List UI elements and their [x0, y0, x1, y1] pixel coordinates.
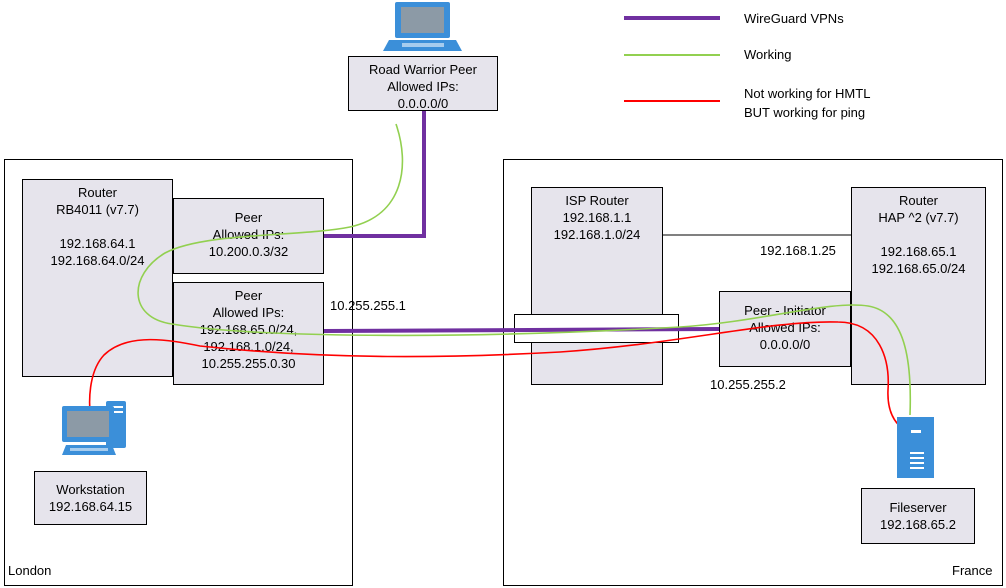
- london-peer2-box: Peer Allowed IPs: 192.168.65.0/24, 192.1…: [173, 282, 324, 385]
- road-warrior-allowed-ips: 0.0.0.0/0: [397, 96, 449, 111]
- legend-wireguard-label: WireGuard VPNs: [744, 11, 844, 26]
- isp-router-ip: 192.168.1.1: [562, 210, 632, 225]
- london-peer1-allowed-ips: 10.200.0.3/32: [208, 244, 289, 259]
- france-label: France: [952, 563, 993, 578]
- legend-working-label: Working: [744, 47, 792, 62]
- france-wan-ip-label: 192.168.1.25: [760, 243, 836, 258]
- france-peer-title: Peer - Initiator: [744, 303, 826, 318]
- france-peer-allowed-ips: 0.0.0.0/0: [759, 337, 811, 352]
- road-warrior-peer-box: Road Warrior Peer Allowed IPs: 0.0.0.0/0: [348, 56, 498, 111]
- london-router-ip: 192.168.64.1: [59, 236, 136, 251]
- london-wg-ip-label: 10.255.255.1: [330, 298, 406, 313]
- not-working-path: [88, 321, 909, 433]
- france-peer-allowed-label: Allowed IPs:: [749, 320, 821, 335]
- legend-not-working-label-2: BUT working for ping: [744, 105, 866, 120]
- london-router-model: RB4011 (v7.7): [56, 202, 139, 217]
- workstation-box: Workstation 192.168.64.15: [34, 471, 147, 525]
- london-peer2-title: Peer: [234, 288, 263, 303]
- london-peer1-box: Peer Allowed IPs: 10.200.0.3/32: [173, 198, 324, 274]
- workstation-title: Workstation: [56, 482, 125, 497]
- france-router-ip: 192.168.65.1: [880, 244, 957, 259]
- road-warrior-allowed-label: Allowed IPs:: [387, 79, 459, 94]
- france-router-subnet: 192.168.65.0/24: [871, 261, 966, 276]
- desktop-computer-icon: [62, 401, 126, 455]
- laptop-icon: [383, 2, 462, 51]
- wireguard-site-tunnel: [323, 327, 720, 333]
- london-peer1-title: Peer: [234, 210, 263, 225]
- wireguard-road-warrior-tunnel: [324, 111, 426, 238]
- london-router-box: Router RB4011 (v7.7) 192.168.64.1 192.16…: [22, 179, 173, 377]
- london-router-title: Router: [77, 185, 118, 200]
- fileserver-title: Fileserver: [889, 500, 947, 515]
- workstation-ip: 192.168.64.15: [48, 499, 133, 514]
- france-wg-ip-label: 10.255.255.2: [710, 377, 786, 392]
- france-router-title: Router: [898, 193, 939, 208]
- london-router-subnet: 192.168.64.0/24: [50, 253, 145, 268]
- fileserver-box: Fileserver 192.168.65.2: [861, 488, 975, 544]
- london-peer2-ip-2: 192.168.1.0/24,: [203, 339, 294, 354]
- london-peer2-allowed-label: Allowed IPs:: [212, 305, 285, 320]
- isp-router-title: ISP Router: [565, 193, 629, 208]
- london-label: London: [8, 563, 52, 578]
- france-peer-box: Peer - Initiator Allowed IPs: 0.0.0.0/0: [719, 291, 851, 367]
- legend-not-working-label: Not working for HMTL: [744, 86, 871, 101]
- fileserver-ip: 192.168.65.2: [880, 517, 956, 532]
- france-router-box: Router HAP ^2 (v7.7) 192.168.65.1 192.16…: [851, 187, 986, 385]
- working-path: [137, 123, 912, 416]
- france-router-model: HAP ^2 (v7.7): [878, 210, 959, 225]
- london-peer2-ip-3: 10.255.255.0.30: [201, 356, 296, 371]
- isp-router-subnet: 192.168.1.0/24: [553, 227, 641, 242]
- road-warrior-title: Road Warrior Peer: [369, 62, 477, 77]
- server-tower-icon: [897, 417, 934, 478]
